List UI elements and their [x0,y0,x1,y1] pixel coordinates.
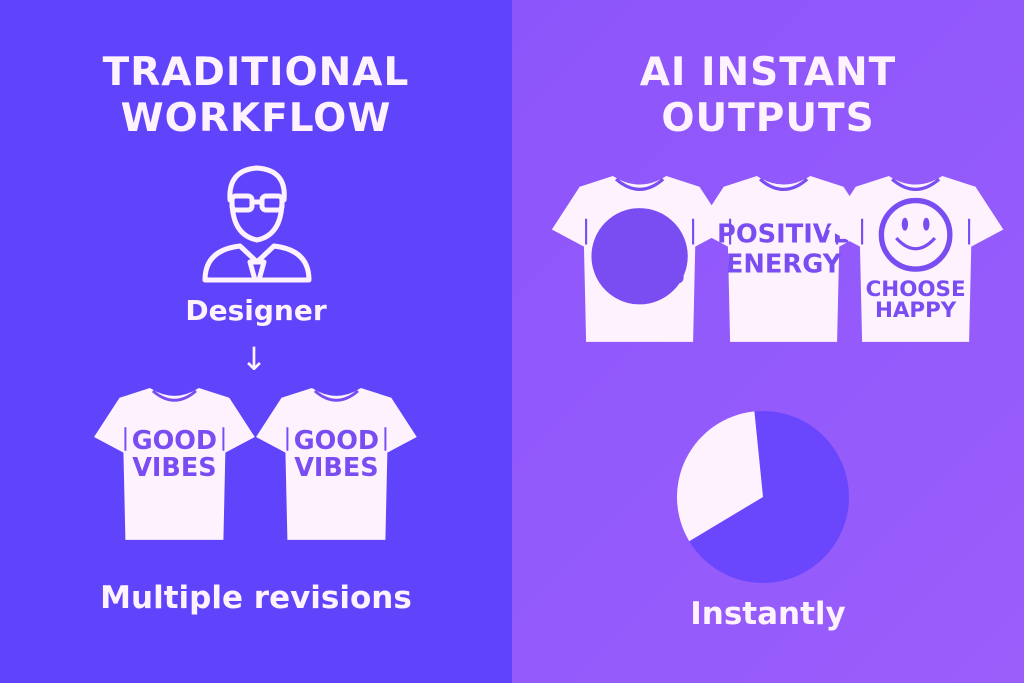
shirt-print-line2: HAPPY [875,298,957,323]
shirt-print-line1: GOOD [593,227,686,260]
shirt-print-line2: VIBES [294,453,378,483]
right-title: AI INSTANT OUTPUTS [512,50,1024,142]
pie-chart [677,411,849,583]
shirt-print-line1: GOOD [294,426,379,456]
designer-label: Designer [185,294,327,327]
title-line: TRADITIONAL [102,50,410,95]
designer-icon [202,165,312,283]
right-caption: Instantly [690,596,846,632]
left-title: TRADITIONAL WORKFLOW [0,50,512,142]
shirt-print-line2: ENERGY [726,249,842,279]
title-line: WORKFLOW [120,96,392,141]
shirt-print-line1: CHOOSE [866,277,966,302]
shirt-print-line2: VIBES [594,257,686,290]
arrow-down-icon: ↓ [240,340,268,378]
title-line: AI INSTANT [639,50,897,95]
pie-slice-light [677,411,763,542]
shirt-print-line1: POSITIVE [717,219,850,249]
left-caption: Multiple revisions [100,580,412,616]
shirt-print-line1: GOOD [132,426,217,456]
shirt-print-line2: VIBES [132,453,216,483]
title-line: OUTPUTS [661,96,875,141]
